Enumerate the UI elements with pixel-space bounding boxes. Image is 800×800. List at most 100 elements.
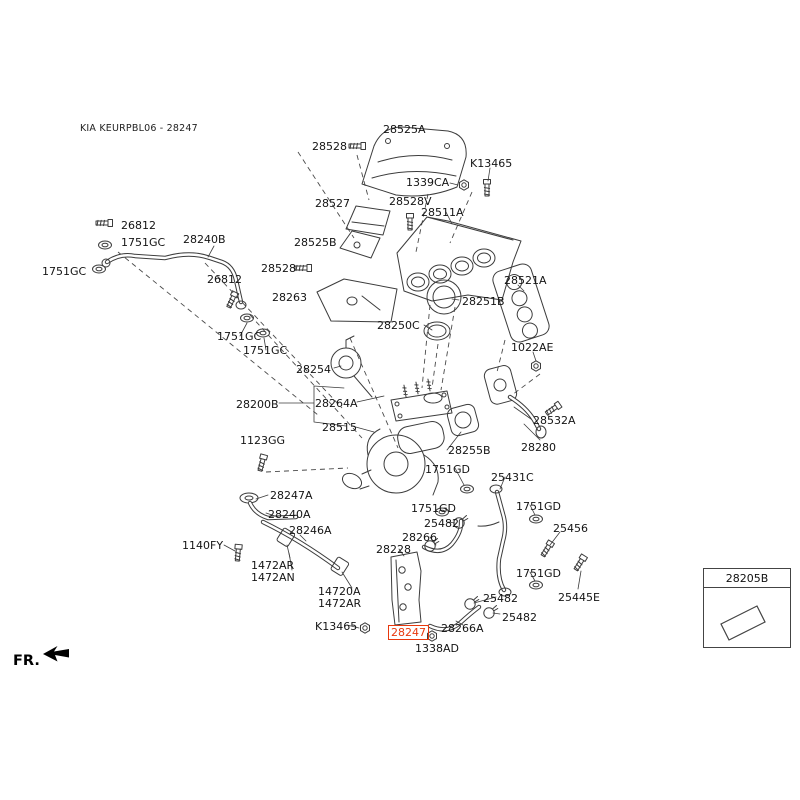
bracket-28228-shape xyxy=(390,551,422,626)
clamp-icon xyxy=(483,605,499,619)
stud-icon xyxy=(413,381,421,395)
oring-28250c-shape xyxy=(423,321,451,341)
part-label-k13465[interactable]: K13465 xyxy=(470,157,513,170)
part-label-28228[interactable]: 28228 xyxy=(376,543,411,556)
bracket-28525b-shape xyxy=(339,230,381,259)
heat-shield-upper-shape xyxy=(361,126,467,197)
oil-drain-pipe-shape xyxy=(239,492,350,576)
washer-icon xyxy=(529,514,543,524)
part-label-28247a[interactable]: 28247A xyxy=(270,489,313,502)
part-label-28250c[interactable]: 28250C xyxy=(377,319,420,332)
part-label-26812[interactable]: 26812 xyxy=(207,273,242,286)
part-label-28247[interactable]: 28247 xyxy=(388,625,429,640)
part-label-25482[interactable]: 25482 xyxy=(502,611,537,624)
bolt-icon xyxy=(406,213,414,231)
part-label-28280[interactable]: 28280 xyxy=(521,441,556,454)
legend-panel-icon xyxy=(720,605,766,641)
part-label-1751gd[interactable]: 1751GD xyxy=(516,567,561,580)
bolt-icon xyxy=(224,290,240,310)
part-label-28527[interactable]: 28527 xyxy=(315,197,350,210)
bolt-icon xyxy=(348,142,366,150)
part-label-25482[interactable]: 25482 xyxy=(483,592,518,605)
bolt-icon xyxy=(233,543,243,562)
part-label-28240b[interactable]: 28240B xyxy=(183,233,226,246)
part-label-1751gc[interactable]: 1751GC xyxy=(121,236,166,249)
part-label-1751gc[interactable]: 1751GC xyxy=(243,344,288,357)
washer-icon xyxy=(529,580,543,590)
part-label-1751gd[interactable]: 1751GD xyxy=(516,500,561,513)
part-label-1022ae[interactable]: 1022AE xyxy=(511,341,554,354)
part-label-14720a[interactable]: 14720A xyxy=(318,585,361,598)
part-label-25431c[interactable]: 25431C xyxy=(491,471,534,484)
stud-icon xyxy=(401,384,409,398)
part-label-28525a[interactable]: 28525A xyxy=(383,123,426,136)
gasket-ring-28251b-shape xyxy=(426,279,462,315)
part-label-1338ad[interactable]: 1338AD xyxy=(415,642,459,655)
water-pipe-shape xyxy=(483,365,547,439)
part-label-28532a[interactable]: 28532A xyxy=(533,414,576,427)
part-label-28528[interactable]: 28528 xyxy=(312,140,347,153)
part-label-28240a[interactable]: 28240A xyxy=(268,508,311,521)
bolt-icon xyxy=(95,219,113,227)
part-label-1751gc[interactable]: 1751GC xyxy=(217,330,262,343)
legend-part-number[interactable]: 28205B xyxy=(704,569,790,588)
part-label-28528v[interactable]: 28528V xyxy=(389,195,432,208)
washer-icon xyxy=(98,240,112,250)
front-label: FR. xyxy=(13,653,40,669)
part-label-1339ca[interactable]: 1339CA xyxy=(406,176,450,189)
part-label-28264a[interactable]: 28264A xyxy=(315,397,358,410)
part-label-28254[interactable]: 28254 xyxy=(296,363,331,376)
assembly-dashed-lines xyxy=(117,151,541,473)
part-label-28246a[interactable]: 28246A xyxy=(289,524,332,537)
part-label-28521a[interactable]: 28521A xyxy=(504,274,547,287)
part-label-28263[interactable]: 28263 xyxy=(272,291,307,304)
part-label-28266[interactable]: 28266 xyxy=(402,531,437,544)
part-label-28528[interactable]: 28528 xyxy=(261,262,296,275)
washer-icon xyxy=(460,484,474,494)
nut-icon xyxy=(531,360,541,372)
heat-shield-lower-shape xyxy=(316,278,398,323)
turbocharger-shape xyxy=(330,335,453,496)
part-label-28515[interactable]: 28515 xyxy=(322,421,357,434)
part-label-28525b[interactable]: 28525B xyxy=(294,236,337,249)
part-label-1140fy[interactable]: 1140FY xyxy=(182,539,224,552)
bolt-icon xyxy=(483,179,491,197)
oil-feed-pipe-shape xyxy=(101,252,247,310)
nut-icon xyxy=(360,622,370,634)
part-label-28255b[interactable]: 28255B xyxy=(448,444,491,457)
part-label-25445e[interactable]: 25445E xyxy=(558,591,600,604)
part-label-28266a[interactable]: 28266A xyxy=(441,622,484,635)
bolt-icon xyxy=(294,264,312,272)
bolt-icon xyxy=(256,453,269,473)
washer-icon xyxy=(92,264,106,274)
part-label-25456[interactable]: 25456 xyxy=(553,522,588,535)
nut-icon xyxy=(459,179,469,191)
stud-icon xyxy=(425,378,433,392)
part-label-26812[interactable]: 26812 xyxy=(121,219,156,232)
catalog-code: KIA KEURPBL06 - 28247 xyxy=(80,123,198,134)
part-label-1751gc[interactable]: 1751GC xyxy=(42,265,87,278)
part-label-1472an[interactable]: 1472AN xyxy=(251,571,295,584)
part-label-1123gg[interactable]: 1123GG xyxy=(240,434,286,447)
front-arrow-icon xyxy=(42,646,69,662)
part-label-25482[interactable]: 25482 xyxy=(424,517,459,530)
legend-box: 28205B xyxy=(703,568,791,648)
bolt-icon xyxy=(572,553,588,573)
part-label-k13465[interactable]: K13465 xyxy=(315,620,358,633)
heat-shield-mid-shape xyxy=(345,205,391,236)
part-label-28200b[interactable]: 28200B xyxy=(236,398,279,411)
leader-lines xyxy=(207,167,582,629)
front-indicator: FR. xyxy=(13,645,69,669)
coolant-pipe-25431c-shape xyxy=(477,484,512,597)
part-label-28511a[interactable]: 28511A xyxy=(421,206,464,219)
part-label-1751gd[interactable]: 1751GD xyxy=(411,502,456,515)
part-label-1472ar[interactable]: 1472AR xyxy=(251,559,295,572)
part-label-1751gd[interactable]: 1751GD xyxy=(425,463,470,476)
exhaust-manifold-shape xyxy=(396,216,522,302)
bolt-icon xyxy=(539,539,555,559)
part-label-28251b[interactable]: 28251B xyxy=(462,295,505,308)
gasket-28255b-shape xyxy=(446,403,480,437)
part-label-1472ar[interactable]: 1472AR xyxy=(318,597,362,610)
manifold-gasket-shape xyxy=(492,263,550,343)
